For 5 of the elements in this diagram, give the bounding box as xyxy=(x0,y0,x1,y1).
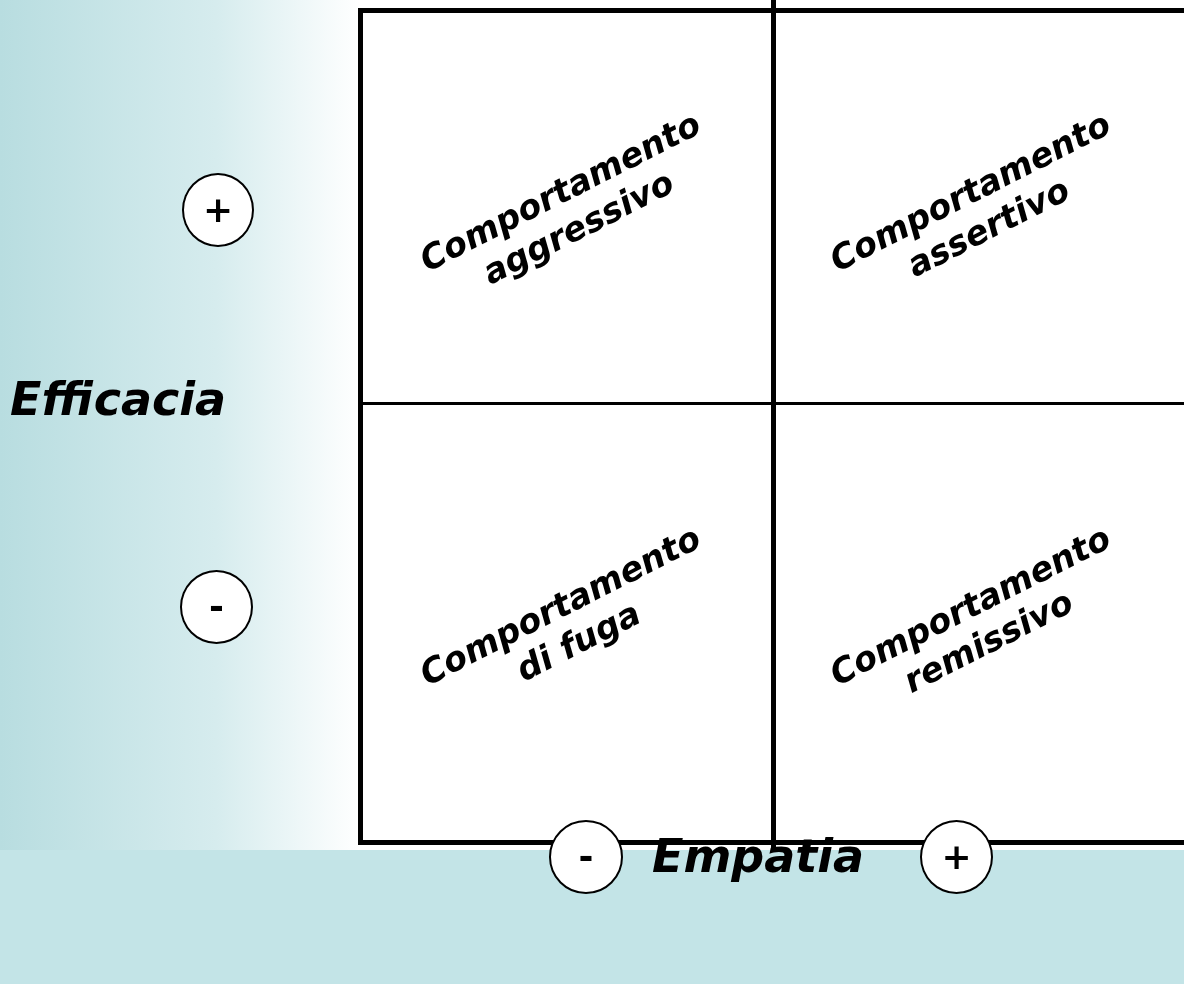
sign-symbol: + xyxy=(941,839,972,875)
axis-title: Efficacia xyxy=(10,373,227,425)
sign-symbol: + xyxy=(202,192,234,228)
sign-symbol: - xyxy=(209,589,224,625)
sign-symbol: - xyxy=(578,839,594,875)
